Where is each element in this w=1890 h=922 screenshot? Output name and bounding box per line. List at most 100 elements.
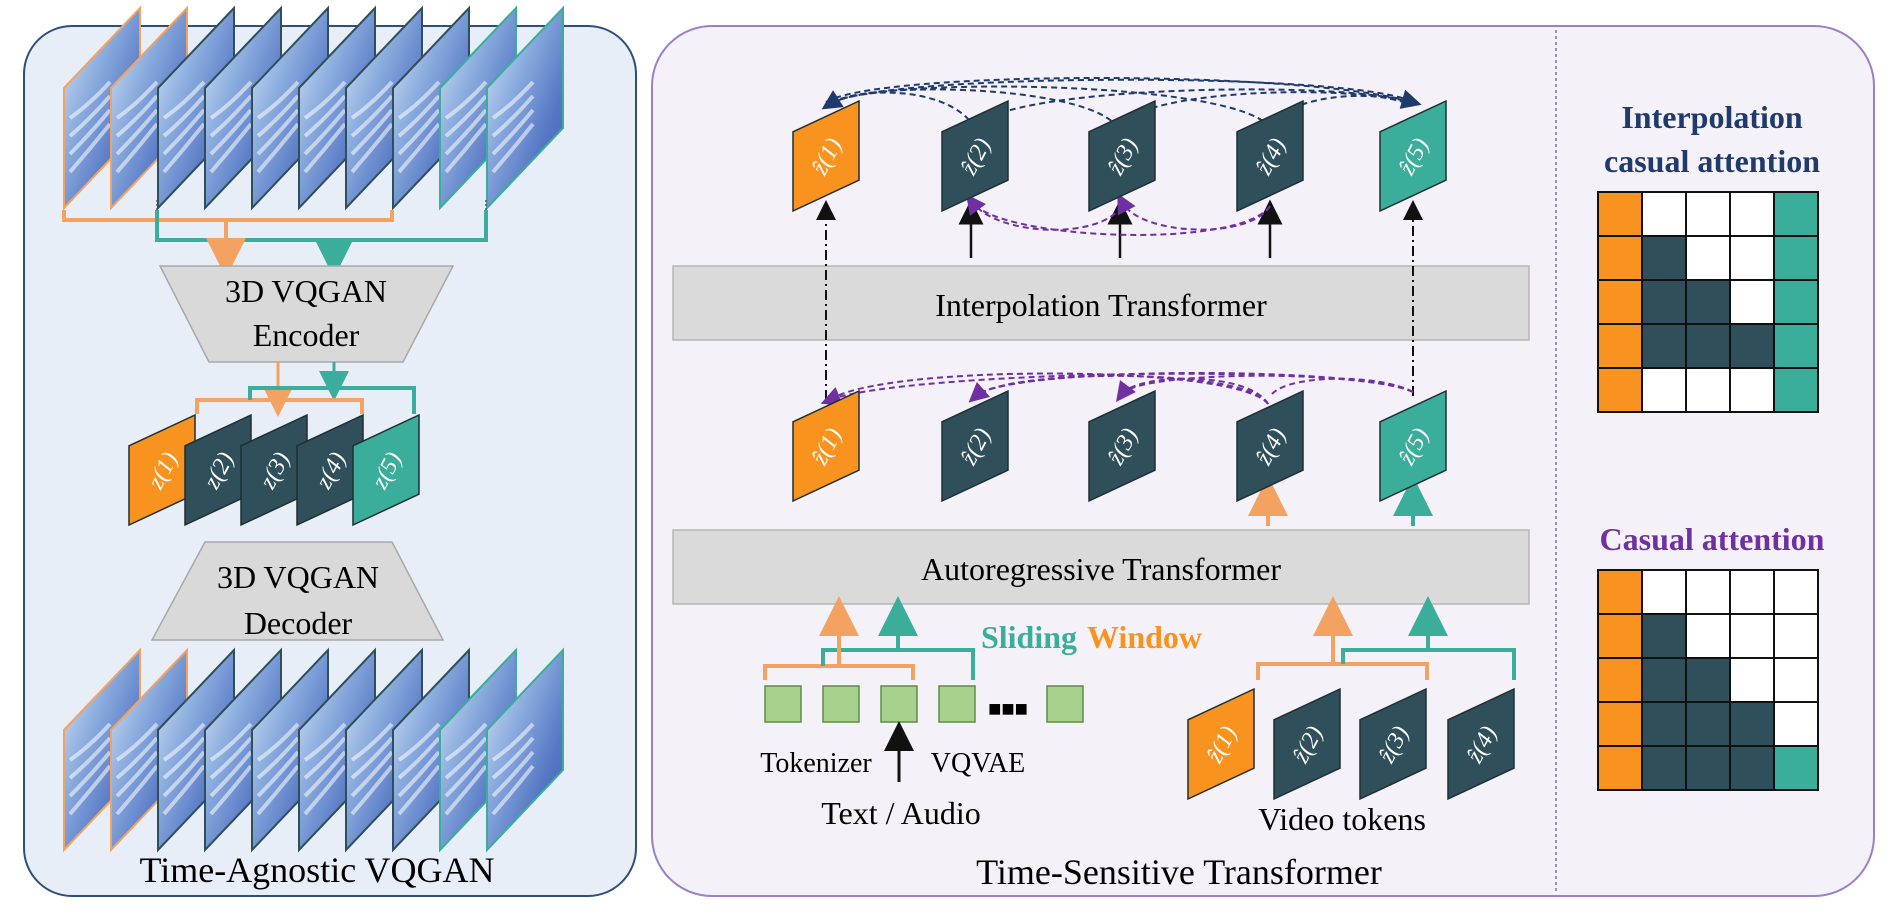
top-z2-tile — [941, 99, 1009, 213]
cloud-texture — [209, 736, 253, 780]
cloud-texture — [303, 108, 347, 156]
cloud-texture — [209, 80, 253, 120]
cloud-texture — [444, 94, 488, 138]
cloud-texture — [491, 94, 535, 138]
video-z4-tile — [1447, 687, 1515, 801]
attention-cell — [1773, 235, 1819, 281]
top-z5-tile — [1379, 99, 1447, 213]
attention-cell — [1641, 613, 1687, 659]
cloud-texture — [397, 122, 441, 174]
cloud-texture — [256, 122, 300, 174]
attention-cell — [1641, 701, 1687, 747]
text-token-4 — [938, 685, 976, 723]
cloud-texture — [397, 764, 441, 816]
cloud-texture — [491, 750, 535, 798]
attention-cell — [1597, 191, 1643, 237]
cloud-texture — [350, 736, 394, 780]
text-token-2 — [822, 685, 860, 723]
cloud-texture — [115, 108, 159, 156]
cloud-texture — [303, 750, 347, 798]
decoder-label-2: Decoder — [244, 605, 353, 641]
cloud-texture — [444, 122, 488, 174]
video-z1-tile — [1187, 687, 1255, 801]
cloud-texture — [115, 94, 159, 138]
attention-cell — [1685, 657, 1731, 703]
interpolation-transformer-label: Interpolation Transformer — [935, 287, 1267, 323]
cloud-texture — [397, 736, 441, 780]
cloud-texture — [68, 94, 112, 138]
attention-cell — [1729, 569, 1775, 615]
bracket-orange-latent — [195, 398, 364, 414]
attention-cell — [1685, 367, 1731, 413]
autoregressive-transformer-label: Autoregressive Transformer — [921, 551, 1281, 587]
autoregressive-transformer-block — [672, 529, 1530, 605]
ar-output-tokens: ẑ(1)ẑ(2)ẑ(3)ẑ(4)ẑ(5) — [792, 389, 1447, 503]
cloud-texture — [256, 750, 300, 798]
attention-cell — [1773, 657, 1819, 703]
cloud-texture — [256, 80, 300, 120]
cloud-texture — [115, 722, 159, 762]
cloud-texture — [397, 722, 441, 762]
cloud-texture — [491, 122, 535, 174]
cloud-texture — [350, 750, 394, 798]
attention-cell — [1773, 701, 1819, 747]
cloud-texture — [115, 122, 159, 174]
latent-z5-tile — [352, 413, 420, 527]
ar-causal-arcs — [820, 372, 1414, 406]
cloud-texture — [256, 94, 300, 138]
cloud-texture — [68, 736, 112, 780]
interp-attention-matrix — [1597, 191, 1819, 413]
cloud-texture — [68, 108, 112, 156]
cloud-texture — [209, 750, 253, 798]
cloud-texture — [350, 764, 394, 816]
attention-cell — [1597, 235, 1643, 281]
cloud-texture — [68, 122, 112, 174]
attention-cell — [1685, 613, 1731, 659]
attention-cell — [1685, 323, 1731, 369]
cloud-texture — [68, 750, 112, 798]
attention-cell — [1685, 279, 1731, 325]
attention-cell — [1773, 613, 1819, 659]
attention-cell — [1773, 191, 1819, 237]
decoder-block — [150, 541, 445, 641]
cloud-texture — [209, 122, 253, 174]
attention-cell — [1729, 657, 1775, 703]
interp-attention-title-1: Interpolation — [1621, 99, 1803, 135]
cloud-texture — [162, 722, 206, 762]
attention-cell — [1773, 569, 1819, 615]
video-z2-tile — [1273, 687, 1341, 801]
attention-cell — [1641, 569, 1687, 615]
cloud-texture — [303, 80, 347, 120]
cloud-texture — [162, 94, 206, 138]
cloud-texture — [444, 722, 488, 762]
cloud-texture — [303, 122, 347, 174]
cloud-texture — [115, 736, 159, 780]
cloud-texture — [162, 736, 206, 780]
attention-cell — [1597, 701, 1643, 747]
text-audio-label: Text / Audio — [821, 795, 981, 831]
interp-attention-title-2: casual attention — [1604, 143, 1820, 179]
decoder-label-1: 3D VQGAN — [217, 559, 379, 595]
attention-cell — [1685, 745, 1731, 791]
attention-cell — [1729, 613, 1775, 659]
cloud-texture — [397, 750, 441, 798]
attention-cell — [1597, 745, 1643, 791]
video-z3-tile — [1359, 687, 1427, 801]
cloud-texture — [491, 764, 535, 816]
cloud-texture — [256, 764, 300, 816]
top-z1-tile — [792, 99, 860, 213]
text-token-3 — [880, 685, 918, 723]
attention-cell — [1729, 191, 1775, 237]
attention-cell — [1685, 569, 1731, 615]
attention-cell — [1773, 323, 1819, 369]
cloud-texture — [68, 764, 112, 816]
cloud-texture — [162, 80, 206, 120]
cloud-texture — [68, 722, 112, 762]
input-frames — [63, 5, 564, 212]
attention-cell — [1597, 279, 1643, 325]
cloud-texture — [444, 750, 488, 798]
attention-cell — [1641, 745, 1687, 791]
top-z3-tile — [1088, 99, 1156, 213]
mid-z4-tile — [1236, 389, 1304, 503]
